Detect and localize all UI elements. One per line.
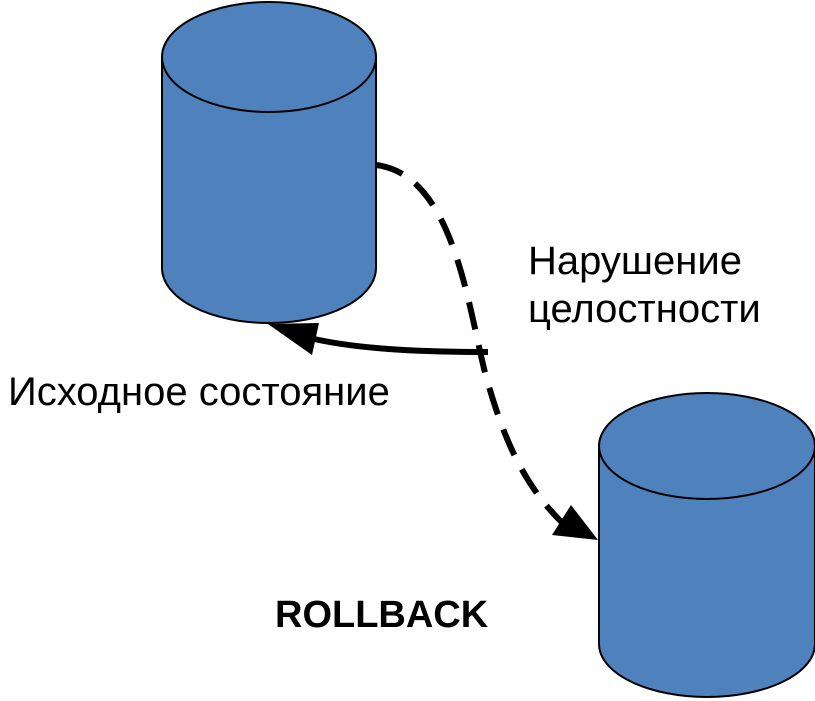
rollback-arrow <box>309 335 489 355</box>
source-database-cylinder <box>161 1 377 324</box>
integrity-violation-label: Нарушение целостности <box>528 237 761 333</box>
original-state-label: Исходное состояние <box>8 370 390 414</box>
rollback-label: ROLLBACK <box>275 594 489 636</box>
integrity-violation-arrow <box>375 162 572 533</box>
integrity-violation-label-line1: Нарушение <box>528 239 742 283</box>
target-database-cylinder <box>598 392 815 698</box>
rollback-arrowhead <box>268 323 319 355</box>
integrity-violation-arrowhead <box>552 505 598 540</box>
integrity-violation-label-line2: целостности <box>528 287 761 331</box>
